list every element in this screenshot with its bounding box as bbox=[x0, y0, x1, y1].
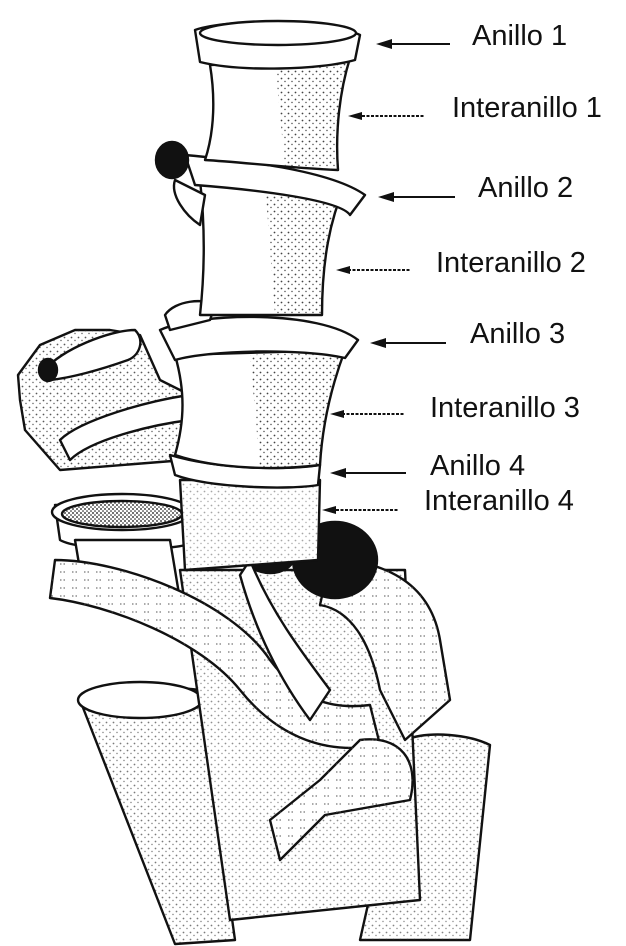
label-anillo-1: Anillo 1 bbox=[472, 22, 567, 51]
interanillo-3-segment bbox=[175, 350, 345, 468]
branch-upper-left bbox=[18, 330, 190, 470]
pointer-anillo-2 bbox=[378, 192, 455, 202]
label-anillo-2: Anillo 2 bbox=[478, 174, 573, 203]
pointer-interanillo-2 bbox=[336, 266, 410, 274]
anillo-1-ring bbox=[195, 21, 360, 69]
label-interanillo-2: Interanillo 2 bbox=[436, 249, 586, 278]
interanillo-4-segment bbox=[180, 480, 320, 570]
label-interanillo-1: Interanillo 1 bbox=[452, 94, 602, 123]
label-anillo-4: Anillo 4 bbox=[430, 452, 525, 481]
pointer-interanillo-1 bbox=[348, 112, 425, 120]
pointer-anillo-1 bbox=[376, 39, 450, 49]
pointer-interanillo-4 bbox=[322, 506, 398, 514]
pointer-anillo-4 bbox=[330, 468, 406, 478]
label-interanillo-3: Interanillo 3 bbox=[430, 394, 580, 423]
label-interanillo-4: Interanillo 4 bbox=[424, 487, 574, 516]
label-anillo-3: Anillo 3 bbox=[470, 320, 565, 349]
interanillo-1-segment bbox=[205, 58, 350, 170]
pointer-anillo-3 bbox=[370, 338, 446, 348]
pointer-interanillo-3 bbox=[330, 410, 404, 418]
